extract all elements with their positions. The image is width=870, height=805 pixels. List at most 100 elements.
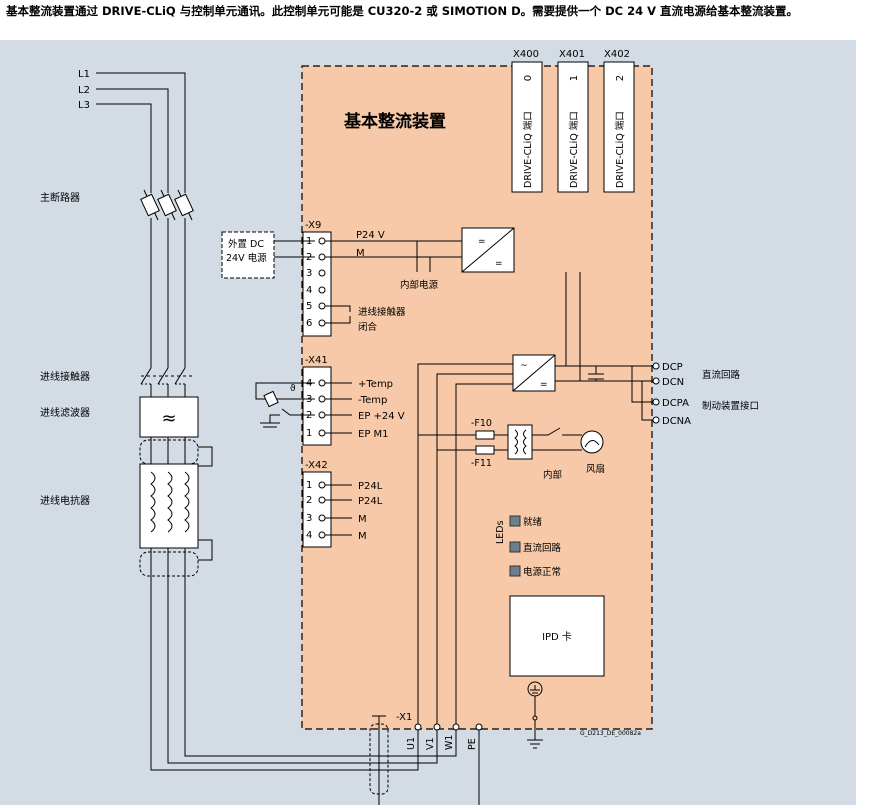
label-main-breaker: 主断路器	[40, 191, 80, 204]
contactor-close-label-1: 进线接触器	[358, 306, 406, 318]
filter-symbol: ≈	[161, 408, 176, 429]
led-ready-label: 就绪	[523, 516, 543, 528]
port-num-x402: 2	[615, 75, 626, 81]
x42-signal-p24l-1: P24L	[358, 481, 383, 492]
x9-p24v-label: P24 V	[356, 230, 385, 241]
label-dcn: DCN	[662, 377, 684, 388]
label-dcna: DCNA	[662, 416, 691, 427]
x41-signal-temp-minus: -Temp	[358, 395, 387, 406]
port-id-x402: X402	[604, 49, 630, 60]
label-line-contactor: 进线接触器	[40, 370, 90, 383]
port-num-x401: 1	[569, 75, 580, 81]
line-reactor-box	[139, 463, 199, 549]
device-title: 基本整流装置	[343, 111, 446, 132]
fan-motor-winding	[584, 440, 600, 448]
x42-pin-4: 4	[306, 530, 312, 541]
x41-name: -X41	[305, 355, 328, 366]
x9-connector	[302, 231, 332, 337]
x1-name: -X1	[396, 712, 412, 723]
x41-connector	[302, 366, 332, 446]
dc-terminals: DCP DCN DCPA DCNA	[652, 362, 691, 427]
contactor-close-label-2: 闭合	[358, 321, 378, 333]
external-dc-supply-box	[221, 231, 275, 279]
line-filter-box	[139, 396, 199, 438]
led-dc-link-label: 直流回路	[523, 542, 562, 554]
x42-pins: 1 2 3 4	[306, 480, 312, 541]
phase-label-l1: L1	[78, 69, 90, 80]
x41-pins: 4 3 2 1	[306, 378, 312, 439]
terminal-dcp	[652, 362, 660, 370]
x1-v1: V1	[425, 737, 436, 750]
power-wiring	[417, 272, 656, 727]
fuse-f11	[475, 445, 495, 455]
theta-symbol: ϑ	[290, 384, 296, 394]
ipd-card	[509, 595, 605, 677]
fuse-f10	[475, 430, 495, 440]
x41-pin-2: 2	[306, 410, 312, 421]
rectifier-dc-symbol: =	[540, 380, 548, 390]
port-id-x401: X401	[559, 49, 585, 60]
terminal-dcn	[652, 377, 660, 385]
main-breaker-symbol	[140, 189, 194, 221]
ground-symbols	[369, 681, 543, 805]
fan-transformer	[507, 424, 533, 460]
phase-label-l3: L3	[78, 100, 90, 111]
fan-motor	[580, 430, 604, 454]
port-label-x400: DRIVE-CLiQ 端口	[522, 111, 534, 188]
port-id-x400: X400	[513, 49, 539, 60]
internal-power-label: 内部电源	[400, 279, 439, 291]
x9-name: -X9	[305, 220, 321, 231]
x41-signal-temp-plus: +Temp	[358, 379, 393, 390]
port-label-x402: DRIVE-CLiQ 端口	[614, 111, 626, 188]
dcdc-divider	[461, 227, 515, 273]
x41-signal-ep24: EP +24 V	[358, 411, 405, 422]
drive-cliq-port-x401	[557, 61, 589, 193]
led-power-ok-label: 电源正常	[523, 566, 561, 578]
label-dcpa: DCPA	[662, 398, 689, 409]
ext-dc-label-1: 外置 DC	[228, 238, 264, 250]
x41-wiring	[255, 379, 352, 437]
reactor-coils	[150, 446, 213, 561]
x42-pin-1: 1	[306, 480, 312, 491]
x9-m-label: M	[356, 248, 365, 259]
fuse-f10-label: -F10	[471, 418, 492, 429]
x1-w1: W1	[444, 735, 455, 750]
x42-wiring	[318, 481, 352, 539]
x42-signals: P24L P24L M M	[358, 481, 383, 542]
x41-pin-3: 3	[306, 394, 312, 405]
terminal-dcna	[652, 416, 660, 424]
drive-cliq-port-x400	[511, 61, 543, 193]
brake-interface-label: 制动装置接口	[702, 400, 759, 412]
rectifier-divider	[512, 354, 556, 392]
led-dc-link	[509, 541, 521, 553]
label-dcp: DCP	[662, 362, 683, 373]
port-label-x401: DRIVE-CLiQ 端口	[568, 111, 580, 188]
ext-dc-label-2: 24V 电源	[226, 252, 267, 264]
x9-pin-6: 6	[306, 318, 312, 329]
fan-label: 风扇	[586, 463, 605, 475]
port-num-x400: 0	[523, 75, 534, 81]
dc-link-label: 直流回路	[702, 369, 741, 381]
drive-cliq-port-x402	[603, 61, 635, 193]
x41-signals: +Temp -Temp EP +24 V EP M1	[358, 379, 405, 440]
dcdc-in-symbol: =	[478, 237, 486, 247]
led-power-ok	[509, 565, 521, 577]
x9-pin-5: 5	[306, 301, 312, 312]
label-line-filter: 进线滤波器	[40, 406, 90, 419]
internal-label: 内部	[543, 469, 562, 481]
phase-label-l2: L2	[78, 85, 90, 96]
dcdc-out-symbol: =	[495, 259, 503, 269]
x41-signal-epm1: EP M1	[358, 429, 389, 440]
x9-pin-3: 3	[306, 268, 312, 279]
line-contactor-symbol	[140, 367, 195, 390]
drive-cliq-ports: X400 X401 X402 DRIVE-CLiQ 端口 0 DRIVE-CLi…	[511, 49, 635, 193]
label-line-reactor: 进线电抗器	[40, 494, 90, 507]
x42-name: -X42	[305, 460, 328, 471]
x42-pin-3: 3	[306, 513, 312, 524]
x1-u1: U1	[406, 737, 417, 750]
x41-pin-1: 1	[306, 428, 312, 439]
drawing-id: G_D213_DE_00082a	[580, 730, 641, 737]
x42-pin-2: 2	[306, 495, 312, 506]
x9-pin-4: 4	[306, 285, 312, 296]
description-text: 基本整流装置通过 DRIVE-CLiQ 与控制单元通讯。此控制单元可能是 CU3…	[6, 4, 799, 18]
